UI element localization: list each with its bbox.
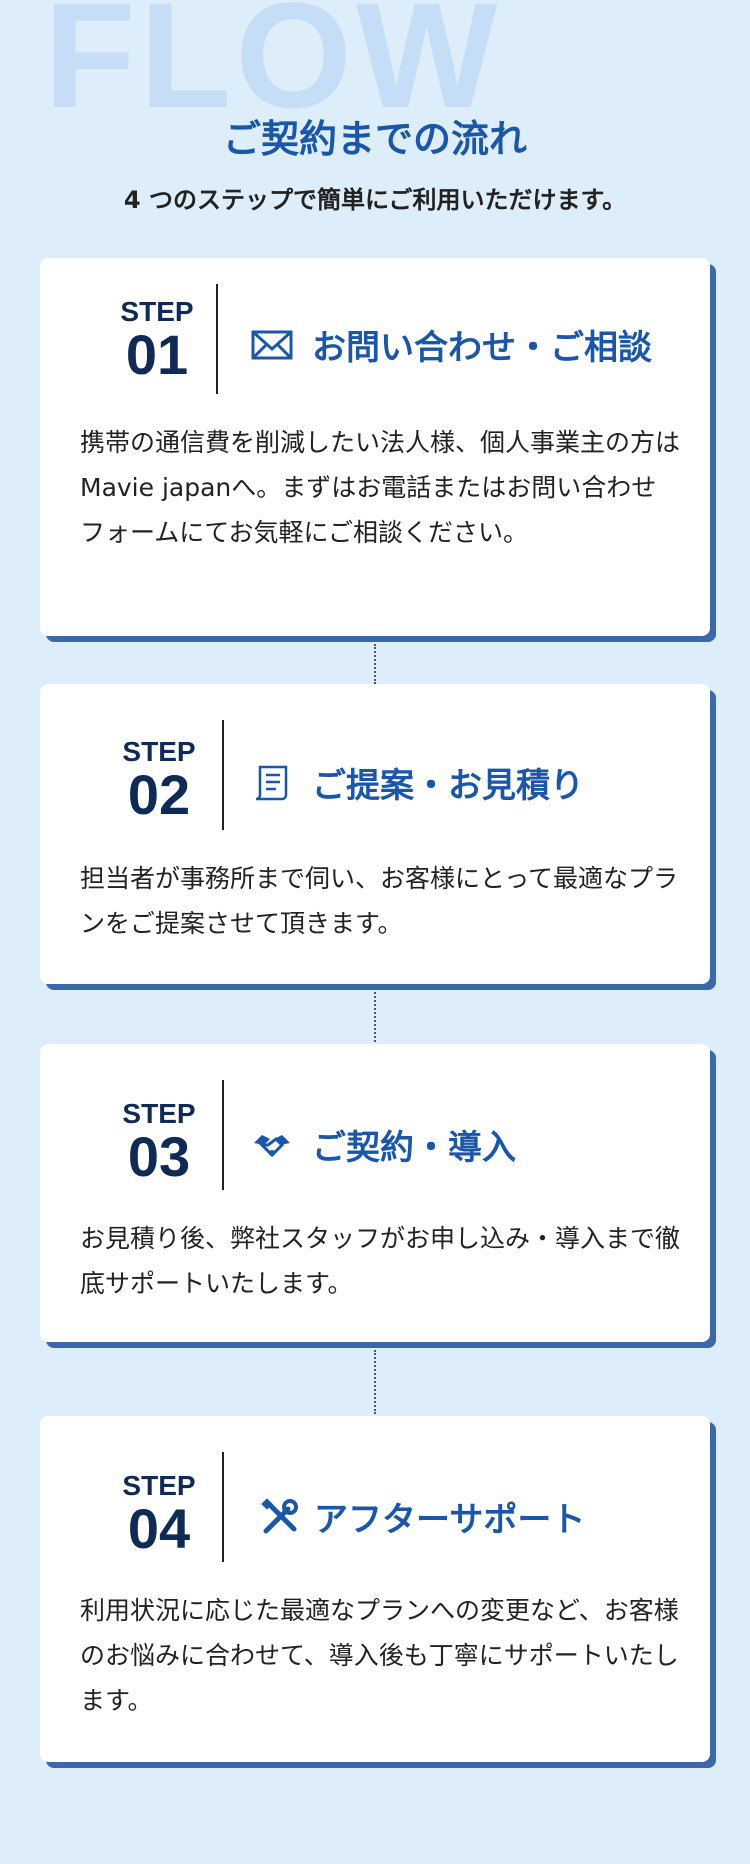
- document-icon: [250, 761, 294, 805]
- step-title: ご提案・お見積り: [250, 758, 584, 807]
- step-title-text: アフターサポート: [314, 1500, 586, 1540]
- step-divider: [222, 1452, 224, 1562]
- flow-background-word: FLOW: [44, 0, 502, 139]
- step-title-text: ご契約・導入: [312, 1128, 516, 1168]
- step-title: お問い合わせ・ご相談: [250, 320, 652, 369]
- step-connector: [374, 1350, 376, 1414]
- step-label: STEP: [122, 1098, 196, 1129]
- handshake-icon: [250, 1123, 294, 1167]
- step-divider: [222, 720, 224, 830]
- section-title: ご契約までの流れ: [222, 117, 527, 161]
- step-tag: STEP 01: [102, 298, 212, 384]
- step-card-2: STEP 02 ご提案・お見積り 担当者が事務所まで伺い、お客様にとって最適なプ…: [40, 684, 710, 984]
- step-card-1: STEP 01 お問い合わせ・ご相談 携帯の通信費を削減したい法人様、個人事業主…: [40, 258, 710, 636]
- step-number: 02: [127, 763, 191, 826]
- step-description: 携帯の通信費を削減したい法人様、個人事業主の方はMavie japanへ。まずは…: [80, 428, 681, 547]
- envelope-icon: [250, 323, 294, 367]
- step-label: STEP: [122, 736, 196, 767]
- step-tag: STEP 04: [104, 1472, 214, 1558]
- step-description: お見積り後、弊社スタッフがお申し込み・導入まで徹底サポートいたします。: [80, 1224, 681, 1298]
- tools-icon: [258, 1495, 302, 1539]
- section-subtitle: 4 つのステップで簡単にご利用いただけます。: [123, 186, 627, 214]
- step-tag: STEP 02: [104, 738, 214, 824]
- step-title: アフターサポート: [258, 1492, 585, 1541]
- step-title: ご契約・導入: [250, 1120, 516, 1169]
- step-card-3: STEP 03 ご契約・導入 お見積り後、弊社スタッフがお申し込み・導入まで徹底…: [40, 1044, 710, 1342]
- step-connector: [374, 644, 376, 684]
- step-number: 03: [127, 1125, 191, 1188]
- step-label: STEP: [120, 296, 194, 327]
- step-description: 担当者が事務所まで伺い、お客様にとって最適なプランをご提案させて頂きます。: [80, 864, 679, 938]
- step-divider: [216, 284, 218, 394]
- step-connector: [374, 992, 376, 1042]
- step-card-4: STEP 04 アフターサポート 利用状況に応じた最適なプランへの変更など、お客…: [40, 1416, 710, 1762]
- step-number: 04: [127, 1497, 191, 1560]
- step-description: 利用状況に応じた最適なプランへの変更など、お客様のお悩みに合わせて、導入後も丁寧…: [80, 1596, 679, 1715]
- step-tag: STEP 03: [104, 1100, 214, 1186]
- step-title-text: お問い合わせ・ご相談: [312, 328, 652, 368]
- step-number: 01: [125, 323, 189, 386]
- step-divider: [222, 1080, 224, 1190]
- step-label: STEP: [122, 1470, 196, 1501]
- step-title-text: ご提案・お見積り: [312, 766, 584, 806]
